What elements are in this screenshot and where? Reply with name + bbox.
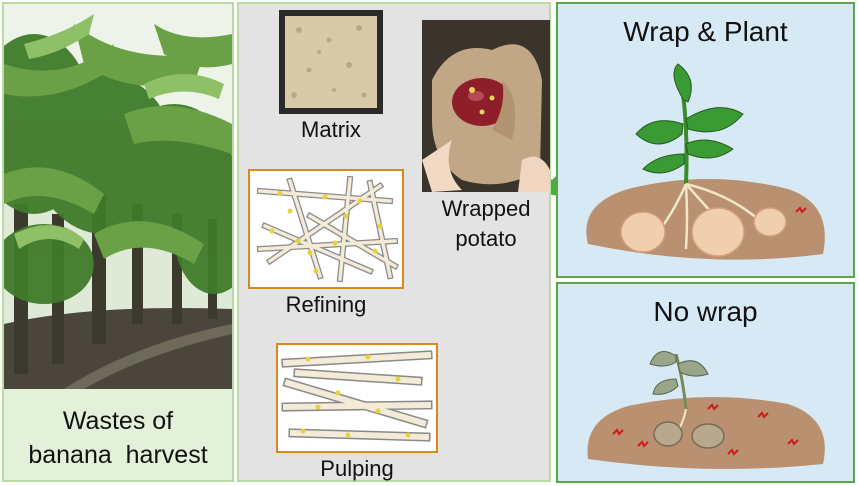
pulping-fiber-box [276,343,438,453]
pulping-label: Pulping [320,456,394,481]
banana-waste-caption-line2: banana harvest [28,441,208,469]
healthy-plant-illustration [586,63,825,260]
worm-icon [612,428,624,436]
worm-icon [757,411,769,419]
refining-label: Refining [285,292,367,317]
matrix-label: Matrix [301,117,361,142]
banana-waste-panel: Wastes of banana harvest [2,2,234,482]
banana-plantation-image [4,4,232,389]
no-wrap-title: No wrap [653,296,758,327]
worm-icon [727,448,739,456]
refined-fibers-illustration [256,175,400,283]
process-panel: Matrix Wrapped potato [237,2,551,482]
wrapped-potato-image [422,20,550,192]
damaged-plant-illustration [587,351,825,469]
no-wrap-panel: No wrap [556,282,855,483]
wrapped-potato-label-line1: Wrapped [441,196,531,221]
banana-waste-caption-line1: Wastes of [62,407,174,435]
pulped-fibers-illustration [281,350,433,442]
matrix-sheet-image [279,10,383,114]
worm-icon [795,206,807,214]
worm-icon [787,438,799,446]
wrap-and-plant-title: Wrap & Plant [623,16,788,47]
worm-icon [707,403,719,411]
wrap-and-plant-panel: Wrap & Plant [556,2,855,278]
refining-fiber-box [248,169,404,289]
wrapped-potato-label-line2: potato [455,226,517,251]
worm-icon [637,440,649,448]
